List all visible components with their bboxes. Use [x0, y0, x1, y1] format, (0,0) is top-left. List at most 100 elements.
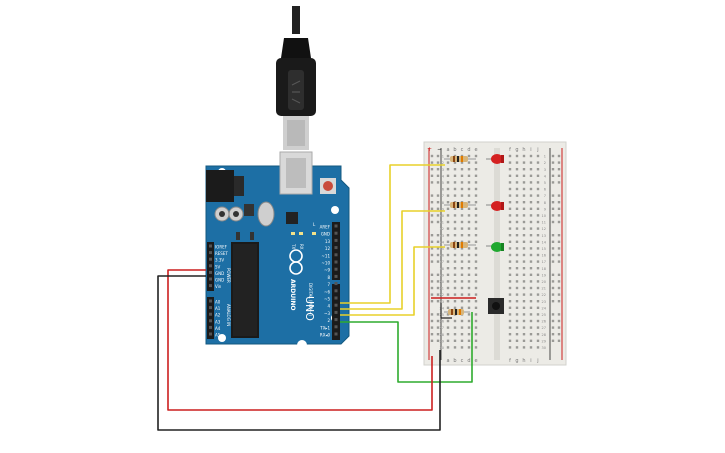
- wire-yellow-1: [340, 164, 445, 304]
- header-pin[interactable]: [334, 310, 338, 314]
- pin-label: ~11: [322, 253, 331, 258]
- header-pin[interactable]: [209, 244, 212, 248]
- row-number: 24: [542, 306, 547, 310]
- row-number: 3: [544, 168, 546, 172]
- row-number: 21: [440, 287, 444, 291]
- header-pin[interactable]: [209, 251, 212, 255]
- row-number: 24: [440, 306, 445, 310]
- rx-label: RX: [299, 244, 304, 250]
- rail-minus-label: −: [437, 146, 442, 153]
- row-number: 8: [544, 201, 546, 205]
- column-label: g: [515, 147, 518, 153]
- row-number: 14: [542, 240, 547, 244]
- row-number: 28: [542, 333, 546, 337]
- header-pin[interactable]: [209, 325, 212, 329]
- header-pin[interactable]: [334, 260, 338, 264]
- digital-header-upper: [332, 222, 340, 280]
- header-pin[interactable]: [334, 224, 338, 228]
- header-pin[interactable]: [209, 312, 212, 316]
- header-pin[interactable]: [334, 303, 338, 307]
- pin-label: 2: [327, 318, 330, 323]
- row-number: 16: [440, 254, 444, 258]
- column-label: e: [474, 358, 477, 364]
- header-pin[interactable]: [334, 267, 338, 271]
- wire-green: [340, 312, 473, 383]
- column-label: f: [509, 358, 511, 364]
- row-number: 27: [542, 326, 546, 330]
- row-number: 10: [440, 214, 444, 218]
- header-pin[interactable]: [334, 253, 338, 257]
- row-number: 26: [440, 320, 444, 324]
- pin-label: ~5: [324, 297, 330, 302]
- tx-label: TX: [291, 243, 296, 249]
- pin-label: A4: [215, 326, 221, 331]
- row-number: 8: [442, 201, 444, 205]
- header-pin[interactable]: [209, 299, 212, 303]
- column-label: i: [530, 147, 531, 153]
- wire-red-5v: [167, 269, 433, 411]
- led-red-1: [486, 154, 504, 164]
- row-number: 7: [442, 194, 444, 198]
- pin-label: GND: [215, 278, 224, 283]
- header-pin[interactable]: [334, 296, 338, 300]
- pin-label: GND: [321, 232, 330, 237]
- header-pin[interactable]: [334, 282, 338, 286]
- header-pin[interactable]: [209, 306, 212, 310]
- pin-label: RESET: [215, 251, 228, 256]
- pushbutton[interactable]: [488, 298, 504, 314]
- pin-label: 7: [327, 282, 330, 287]
- pin-label: A2: [215, 313, 221, 318]
- header-pin[interactable]: [209, 284, 212, 288]
- column-label: b: [453, 147, 456, 153]
- pin-label: RX◂0: [320, 333, 331, 338]
- row-number: 29: [440, 339, 444, 343]
- arduino-uno-board: TX RX L ARDUINO UNO IOREFRESET3.3V5VGNDG…: [205, 151, 350, 350]
- header-pin[interactable]: [334, 231, 338, 235]
- header-pin[interactable]: [334, 325, 338, 329]
- row-number: 26: [542, 320, 546, 324]
- header-pin[interactable]: [209, 332, 212, 336]
- l-label: L: [313, 222, 316, 227]
- row-number: 1: [544, 155, 546, 159]
- row-number: 16: [542, 254, 546, 258]
- row-number: 15: [542, 247, 546, 251]
- pin-label: ~6: [324, 289, 330, 294]
- row-number: 19: [542, 273, 546, 277]
- header-pin[interactable]: [209, 257, 212, 261]
- header-pin[interactable]: [209, 270, 212, 274]
- row-number: 27: [440, 326, 444, 330]
- usb-cable: [276, 6, 316, 150]
- header-pin[interactable]: [334, 238, 338, 242]
- row-number: 25: [542, 313, 546, 317]
- row-number: 23: [440, 300, 444, 304]
- row-number: 22: [542, 293, 546, 297]
- row-number: 12: [440, 227, 444, 231]
- row-number: 30: [440, 346, 444, 350]
- header-pin[interactable]: [209, 319, 212, 323]
- header-pin[interactable]: [334, 332, 338, 336]
- row-number: 10: [542, 214, 546, 218]
- row-number: 13: [542, 234, 546, 238]
- row-number: 4: [544, 174, 547, 178]
- column-label: h: [522, 358, 525, 364]
- pin-label: 5V: [215, 264, 221, 269]
- row-number: 6: [442, 188, 444, 192]
- header-pin[interactable]: [334, 246, 338, 250]
- header-pin[interactable]: [334, 274, 338, 278]
- column-label: a: [446, 147, 449, 153]
- row-number: 12: [542, 227, 546, 231]
- row-number: 18: [542, 267, 546, 271]
- pin-label: TX▸1: [319, 325, 330, 330]
- header-pin[interactable]: [334, 318, 338, 322]
- pin-label: Vin: [215, 284, 222, 289]
- row-number: 20: [542, 280, 546, 284]
- column-label: h: [522, 147, 525, 153]
- row-number: 13: [440, 234, 444, 238]
- header-pin[interactable]: [209, 264, 212, 268]
- header-pin[interactable]: [334, 289, 338, 293]
- header-pin[interactable]: [209, 277, 212, 281]
- wire-yellow-3: [340, 246, 445, 316]
